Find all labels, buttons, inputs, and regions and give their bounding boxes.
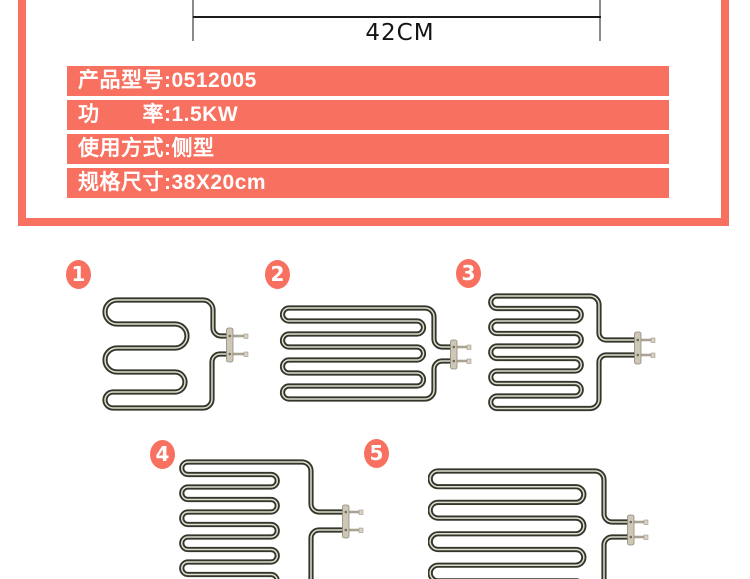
item-number-badge-4: 4 bbox=[150, 440, 175, 469]
dimension-tick-left bbox=[192, 0, 194, 41]
terminal-bracket bbox=[627, 514, 635, 546]
terminal-screw bbox=[636, 353, 640, 357]
spec-row-model: 产品型号:0512005 bbox=[67, 66, 669, 96]
item-number-badge-2: 2 bbox=[265, 260, 290, 289]
spec-row-size: 规格尺寸:38X20cm bbox=[67, 168, 669, 198]
dimension-label: 42CM bbox=[365, 20, 435, 46]
heating-element-illustration-4 bbox=[178, 458, 368, 579]
heating-element-illustration-1 bbox=[90, 286, 250, 414]
spec-row-power: 功 率:1.5KW bbox=[67, 100, 669, 130]
terminal-bracket bbox=[634, 331, 642, 365]
terminal-screw bbox=[344, 528, 348, 532]
terminal-pin-tip bbox=[243, 333, 249, 339]
terminal-screw bbox=[629, 535, 633, 539]
heating-element-1-drawing bbox=[102, 297, 249, 411]
heating-element-2-drawing bbox=[279, 305, 472, 402]
terminal-pin-tip bbox=[643, 519, 649, 525]
terminal-pin-tip bbox=[466, 358, 472, 364]
dimension-tick-right bbox=[599, 0, 601, 41]
terminal-screw bbox=[636, 338, 640, 342]
terminal-pin-tip bbox=[650, 352, 656, 358]
item-number-badge-1: 1 bbox=[66, 260, 91, 289]
heating-element-illustration-3 bbox=[486, 291, 658, 416]
terminal-bracket bbox=[450, 339, 458, 370]
terminal-pin-tip bbox=[650, 337, 656, 343]
terminal-screw bbox=[629, 520, 633, 524]
terminal-screw bbox=[344, 510, 348, 514]
dimension-line bbox=[193, 16, 601, 18]
spec-row-usage: 使用方式:侧型 bbox=[67, 134, 669, 164]
spec-table: 产品型号:0512005 功 率:1.5KW 使用方式:侧型 规格尺寸:38X2… bbox=[67, 66, 669, 202]
terminal-screw bbox=[452, 359, 456, 363]
heating-element-4-drawing bbox=[179, 459, 364, 579]
heating-element-illustration-2 bbox=[278, 303, 474, 407]
terminal-pin-tip bbox=[466, 344, 472, 350]
item-number-badge-5: 5 bbox=[364, 439, 389, 468]
heating-element-5-drawing bbox=[428, 468, 649, 579]
terminal-pin-tip bbox=[643, 534, 649, 540]
terminal-pin-tip bbox=[358, 527, 364, 533]
terminal-pin-tip bbox=[358, 509, 364, 515]
terminal-bracket bbox=[226, 327, 234, 363]
terminal-bracket bbox=[342, 504, 350, 539]
terminal-pin-tip bbox=[243, 351, 249, 357]
terminal-screw bbox=[452, 345, 456, 349]
terminal-screw bbox=[228, 352, 232, 356]
item-number-badge-3: 3 bbox=[456, 259, 481, 288]
terminal-screw bbox=[228, 334, 232, 338]
heating-element-3-drawing bbox=[488, 293, 656, 412]
heating-element-illustration-5 bbox=[428, 468, 663, 579]
